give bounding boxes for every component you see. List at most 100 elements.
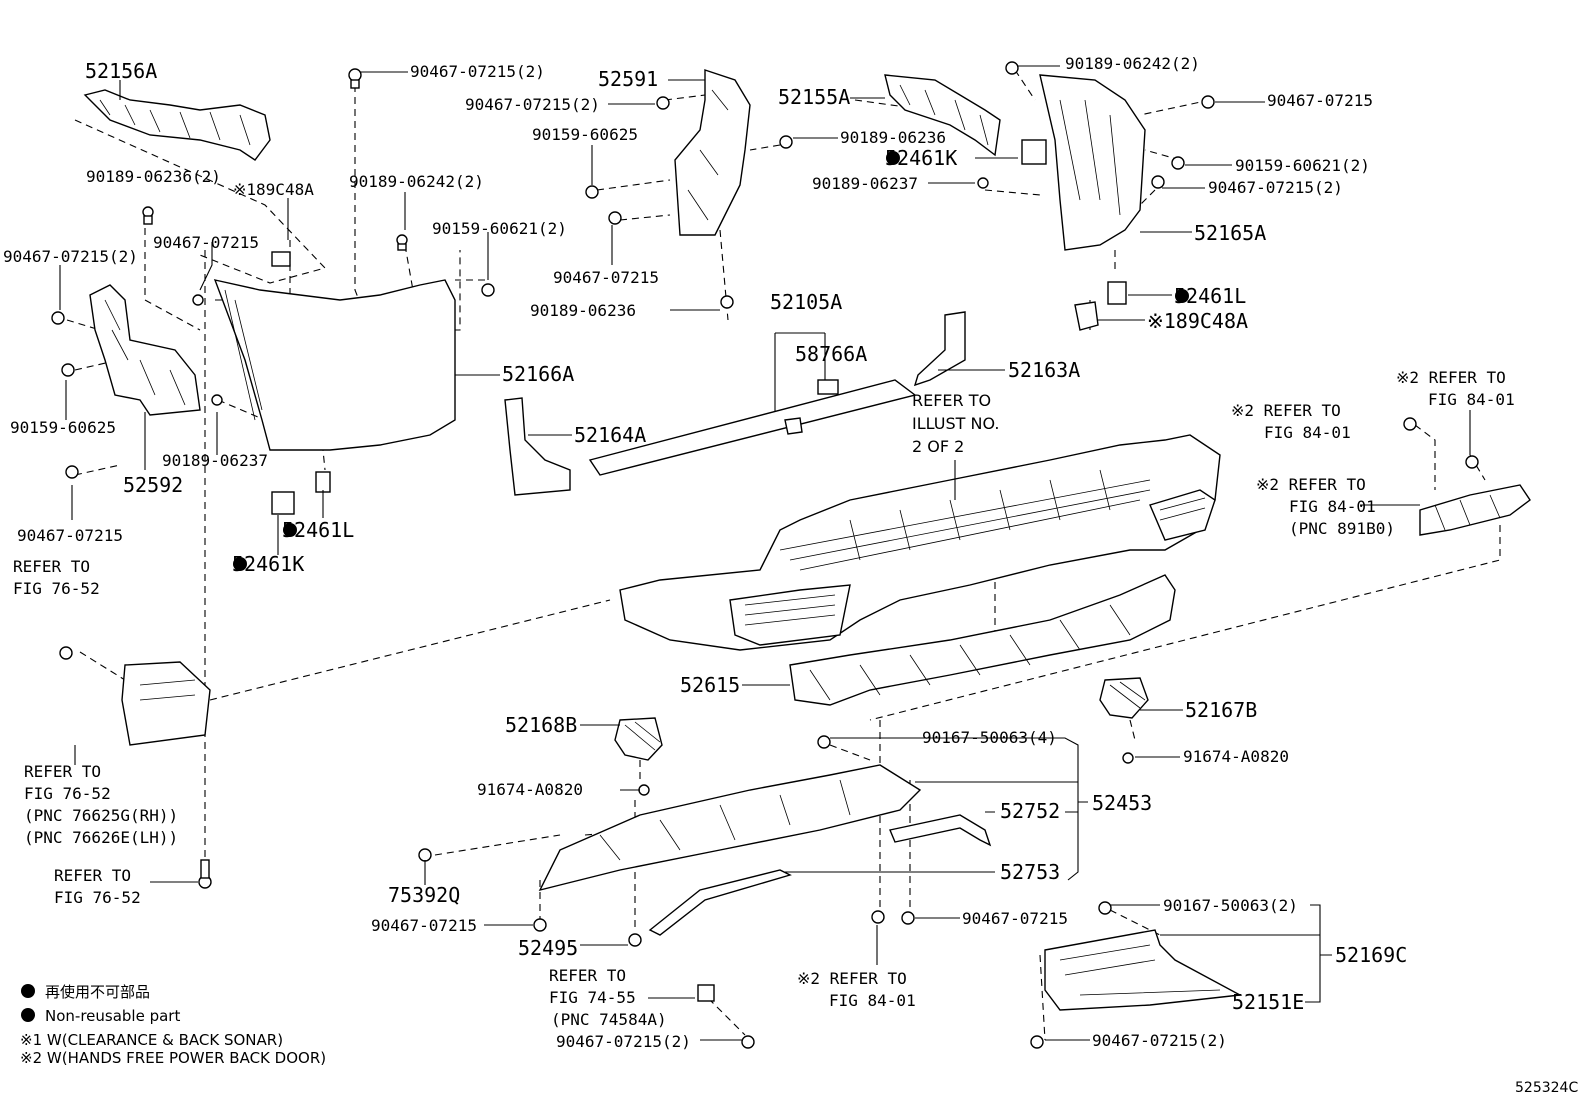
fasteners	[51, 61, 1479, 1049]
callout-part-number: 52169C	[1335, 943, 1407, 967]
bolt-icon	[871, 910, 885, 924]
legend: 再使用不可部品 Non-reusable part ※1 W(CLEARANCE…	[20, 983, 326, 1067]
callout-part-number: 90467-07215	[371, 916, 477, 935]
part-moulding-52105a	[588, 379, 917, 476]
callout-reference: 2 OF 2	[912, 437, 964, 456]
callout-part-number: 52168B	[505, 713, 577, 737]
bolt-icon	[1122, 752, 1134, 764]
bolt-icon	[198, 859, 212, 889]
callout-part-number: 91674-A0820	[1183, 747, 1289, 766]
callout-part-number: 90467-07215(2)	[465, 95, 600, 114]
callout-part-number: 52495	[518, 936, 578, 960]
non-reusable-dot-icon	[21, 1008, 35, 1022]
callout-part-number: 90467-07215(2)	[556, 1032, 691, 1051]
callout-part-number: 90189-06236	[530, 301, 636, 320]
leader-lines	[59, 65, 1471, 1041]
callout-reference: ※2 REFER TO	[1231, 401, 1341, 420]
callout-reference: ※2 REFER TO	[1396, 368, 1506, 387]
callout-part-number: 52753	[1000, 860, 1060, 884]
callout-part-number: 52752	[1000, 799, 1060, 823]
callout-part-number: 52615	[680, 673, 740, 697]
callout-part-number: 58766A	[795, 342, 867, 366]
bolt-icon	[977, 177, 989, 189]
callout-part-number: 90189-06237	[162, 451, 268, 470]
callout-reference: REFER TO	[24, 762, 101, 781]
callout-reference: ※2 REFER TO	[797, 969, 907, 988]
callout-reference: FIG 84-01	[1428, 390, 1515, 409]
bolt-icon	[481, 283, 495, 297]
callout-reference: REFER TO	[13, 557, 90, 576]
part-bracket-891b0	[1419, 484, 1531, 536]
bolt-icon	[1005, 61, 1019, 75]
part-clip-blocks	[271, 139, 1127, 1002]
callout-reference: FIG 76-52	[24, 784, 111, 803]
callout-part-number: 90467-07215	[962, 909, 1068, 928]
bolt-icon	[59, 646, 73, 660]
callout-reference: FIG 76-52	[54, 888, 141, 907]
bolt-icon	[533, 918, 547, 932]
bolt-icon	[1151, 175, 1165, 189]
bolt-icon	[1171, 156, 1185, 170]
callout-part-number: 52167B	[1185, 698, 1257, 722]
callout-part-number: 90159-60621(2)	[1235, 156, 1370, 175]
bolt-icon	[65, 465, 79, 479]
part-absorber-52615	[789, 574, 1176, 706]
part-bracket-52592	[89, 284, 201, 416]
callout-part-number: 52105A	[770, 290, 842, 314]
callout-part-number: 90467-07215(2)	[410, 62, 545, 81]
part-bracket-52591	[674, 69, 751, 236]
bolt-icon	[1403, 417, 1417, 431]
bolt-icon	[1465, 455, 1479, 469]
bolt-icon	[638, 784, 650, 796]
bolt-icon	[1098, 901, 1112, 915]
bolt-icon	[211, 394, 223, 406]
part-lower-garnish-52453	[538, 764, 992, 936]
part-side-cover-52166a	[121, 279, 456, 746]
illustration-code: 525324C	[1515, 1080, 1578, 1096]
non-reusable-markers	[21, 151, 1189, 1022]
callout-reference: FIG 74-55	[549, 988, 636, 1007]
callout-part-number: 90467-07215	[553, 268, 659, 287]
callout-part-number: 90467-07215	[17, 526, 123, 545]
bolt-icon	[142, 206, 154, 225]
bolt-icon	[1030, 1035, 1044, 1049]
bolt-icon	[901, 911, 915, 925]
callout-part-number: 90189-06242(2)	[1065, 54, 1200, 73]
non-reusable-dot-icon	[886, 151, 900, 165]
legend-note-1: ※1 W(CLEARANCE & BACK SONAR)	[20, 1031, 283, 1049]
part-bracket-52165a	[1039, 74, 1146, 331]
bolt-icon	[192, 294, 204, 306]
callout-reference: FIG 76-52	[13, 579, 100, 598]
callout-reference: REFER TO	[54, 866, 131, 885]
callout-part-number: 90467-07215	[153, 233, 259, 252]
callout-part-number: 90189-06242(2)	[349, 172, 484, 191]
part-bumper-cover	[619, 434, 1221, 651]
non-reusable-dot-icon	[233, 557, 247, 571]
bolt-icon	[608, 211, 622, 225]
callout-part-number: 52164A	[574, 423, 646, 447]
callout-reference: (PNC 76625G(RH))	[24, 806, 178, 825]
callout-reference: (PNC 74584A)	[551, 1010, 667, 1029]
part-garnish-52163a	[913, 311, 966, 387]
callout-part-number: 52165A	[1194, 221, 1266, 245]
callout-part-number: 90159-60625	[532, 125, 638, 144]
bolt-icon	[396, 234, 408, 251]
callout-part-number: 90159-60625	[10, 418, 116, 437]
part-garnish-52164a	[504, 397, 571, 496]
callout-part-number: 52156A	[85, 59, 157, 83]
callout-part-number: 52591	[598, 67, 658, 91]
non-reusable-dot-icon	[283, 523, 297, 537]
non-reusable-dot-icon	[21, 984, 35, 998]
bolt-icon	[779, 135, 793, 149]
callout-reference: ILLUST NO.	[912, 414, 999, 433]
bolt-icon	[61, 363, 75, 377]
callout-part-number: 90167-50063(2)	[1163, 896, 1298, 915]
callout-labels: 52156A 90189-06236(2) ※189C48A 90467-072…	[3, 54, 1515, 1051]
bolt-icon	[418, 848, 432, 862]
callout-reference: REFER TO	[912, 391, 991, 410]
bolt-icon	[585, 185, 599, 199]
callout-part-number: 52166A	[502, 362, 574, 386]
legend-note-2: ※2 W(HANDS FREE POWER BACK DOOR)	[20, 1049, 326, 1067]
callout-reference: (PNC 891B0)	[1289, 519, 1395, 538]
callout-part-number: 52151E	[1232, 990, 1304, 1014]
